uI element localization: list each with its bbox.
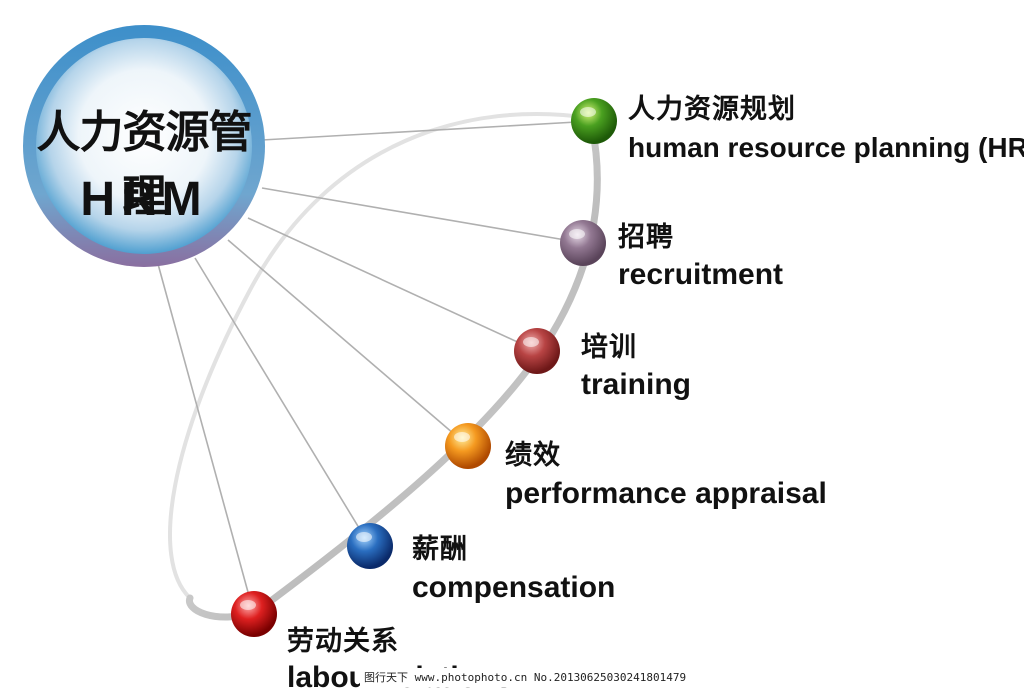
node-ball-labour	[231, 591, 277, 637]
connector-line	[195, 258, 370, 546]
node-label-cn-performance: 绩效	[505, 440, 561, 472]
node-label-cn-compensation: 薪酬	[412, 534, 468, 566]
node-label-en-hrp: human resource planning (HRP)	[628, 131, 1024, 165]
hub-title-en: HRM	[28, 172, 260, 227]
connector-line	[262, 188, 583, 243]
node-label-en-training: training	[581, 368, 691, 402]
connector-line	[262, 121, 594, 140]
node-label-cn-recruitment: 招聘	[618, 222, 674, 254]
watermark: 图行天下 www.photophoto.cn No.20130625030241…	[360, 668, 1024, 687]
node-ball-training	[514, 328, 560, 374]
node-label-cn-hrp: 人力资源规划	[628, 94, 796, 126]
node-label-cn-training: 培训	[581, 332, 637, 364]
node-ball-compensation	[347, 523, 393, 569]
node-ball-performance	[445, 423, 491, 469]
node-label-en-compensation: compensation	[412, 571, 615, 605]
node-label-en-performance: performance appraisal	[505, 477, 827, 511]
node-label-en-recruitment: recruitment	[618, 258, 783, 292]
node-ball-recruitment	[560, 220, 606, 266]
connector-line	[248, 218, 537, 351]
node-label-cn-labour: 劳动关系	[287, 626, 399, 658]
connector-line	[228, 240, 468, 446]
node-ball-hrp	[571, 98, 617, 144]
